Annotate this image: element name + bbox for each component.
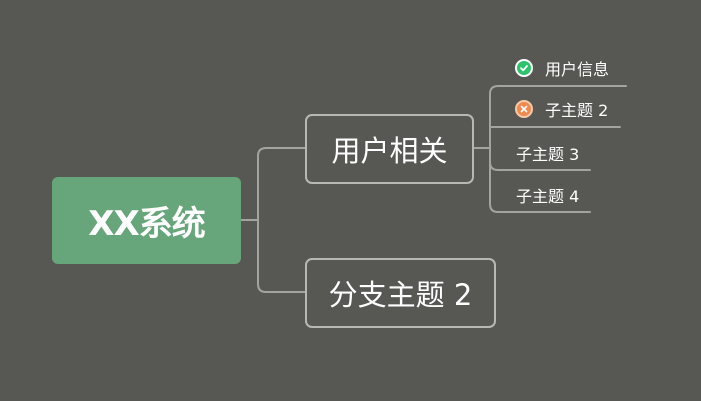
check-icon — [515, 59, 533, 77]
leaf-node-subtopic-4[interactable]: 子主题 4 — [516, 183, 579, 207]
leaf-node-label: 子主题 2 — [545, 101, 609, 120]
root-node[interactable]: XX系统 — [52, 177, 241, 264]
leaf-node-subtopic-2[interactable]: 子主题 2 — [515, 97, 608, 121]
branch-node-user[interactable]: 用户相关 — [305, 114, 474, 184]
connector-leaf-spine — [489, 93, 591, 213]
leaf-node-user-info[interactable]: 用户信息 — [515, 56, 609, 80]
connector-leaf-1 — [489, 85, 627, 95]
branch-node-user-label: 用户相关 — [331, 134, 448, 168]
branch-node-2[interactable]: 分支主题 2 — [305, 258, 496, 328]
leaf-node-label: 子主题 4 — [516, 187, 580, 206]
leaf-node-label: 用户信息 — [545, 60, 610, 79]
branch-node-2-label: 分支主题 2 — [328, 278, 473, 312]
connector-root-trunk — [240, 147, 306, 293]
root-node-label: XX系统 — [88, 204, 205, 244]
connector-leaf-3 — [489, 161, 591, 171]
leaf-node-subtopic-3[interactable]: 子主题 3 — [516, 141, 579, 165]
leaf-node-label: 子主题 3 — [516, 145, 580, 164]
cancel-icon — [515, 100, 533, 118]
